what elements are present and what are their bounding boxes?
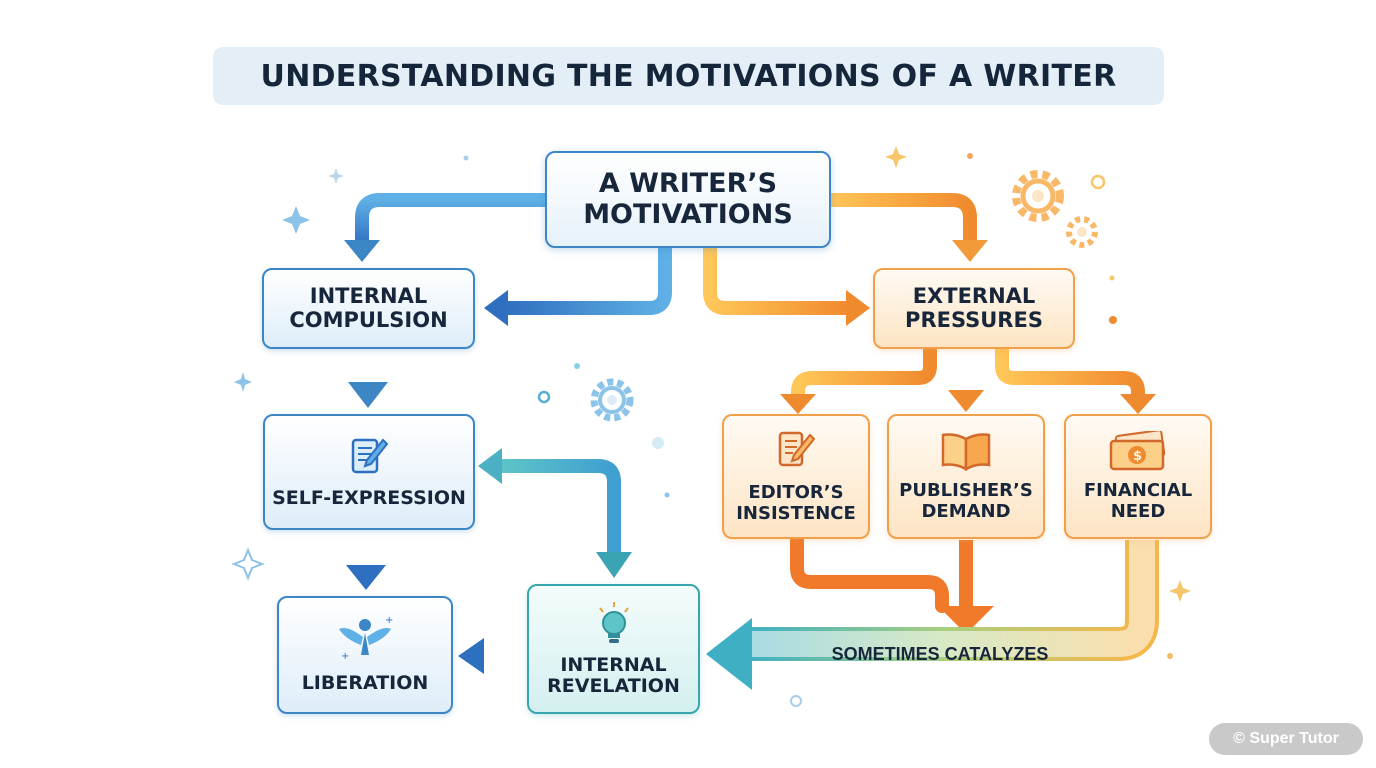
node-internal-revelation-line2: REVELATION bbox=[547, 675, 680, 697]
node-internal-revelation: INTERNAL REVELATION bbox=[527, 584, 700, 714]
arrow-publisher-converge bbox=[938, 540, 994, 634]
diagram-title: UNDERSTANDING THE MOTIVATIONS OF A WRITE… bbox=[260, 58, 1117, 94]
open-book-icon bbox=[941, 433, 991, 472]
document-pencil-icon bbox=[778, 432, 816, 467]
node-publishers-demand: PUBLISHER’S DEMAND bbox=[887, 414, 1045, 539]
arrow-self-expression-to-liberation bbox=[346, 530, 386, 590]
node-editors-insistence-line1: EDITOR’S bbox=[748, 482, 844, 504]
node-internal-revelation-line1: INTERNAL bbox=[560, 653, 667, 676]
svg-text:+: + bbox=[385, 615, 393, 626]
node-publishers-demand-line2: DEMAND bbox=[921, 500, 1011, 522]
svg-text:$: $ bbox=[1133, 449, 1142, 464]
node-publishers-demand-line1: PUBLISHER’S bbox=[899, 480, 1033, 502]
arrow-sometimes-catalyzes bbox=[706, 540, 1159, 690]
node-internal-compulsion: INTERNAL COMPULSION bbox=[262, 268, 475, 349]
node-liberation-label: LIBERATION bbox=[301, 672, 429, 695]
node-root-line1: A WRITER’S bbox=[598, 168, 778, 200]
node-financial-need-line2: NEED bbox=[1110, 500, 1166, 522]
node-internal-compulsion-line2: COMPULSION bbox=[289, 307, 448, 332]
node-liberation: + + LIBERATION bbox=[277, 596, 453, 714]
node-external-pressures: EXTERNAL PRESSURES bbox=[873, 268, 1075, 349]
gear-icon-blue bbox=[590, 378, 634, 422]
arrow-compulsion-to-self-expression bbox=[348, 350, 388, 408]
title-banner: UNDERSTANDING THE MOTIVATIONS OF A WRITE… bbox=[213, 47, 1164, 105]
node-self-expression: SELF-EXPRESSION bbox=[263, 414, 475, 530]
node-root-line2: MOTIVATIONS bbox=[583, 198, 793, 230]
arrow-root-to-internal-compulsion bbox=[344, 193, 555, 262]
node-writers-motivations: A WRITER’S MOTIVATIONS bbox=[545, 151, 831, 248]
arrow-editor-converge bbox=[790, 533, 949, 613]
arrow-root-to-external-pressures bbox=[823, 193, 988, 262]
arrow-revelation-to-liberation bbox=[458, 638, 527, 674]
gear-icon bbox=[1012, 170, 1098, 248]
edge-label-sometimes-catalyzes: SOMETIMES CATALYZES bbox=[831, 644, 1049, 664]
node-external-pressures-line1: EXTERNAL bbox=[912, 283, 1036, 308]
arrow-root-down-to-internal-compulsion bbox=[484, 241, 672, 326]
arrow-external-to-financial bbox=[995, 343, 1156, 414]
sparkle-decorations bbox=[231, 146, 1191, 707]
node-external-pressures-line2: PRESSURES bbox=[905, 307, 1043, 332]
winged-figure-icon: + + bbox=[339, 615, 393, 662]
lightbulb-icon bbox=[598, 601, 629, 643]
arrow-external-to-editor bbox=[780, 343, 937, 414]
arrow-root-down-to-external-pressures bbox=[703, 241, 870, 326]
watermark-badge: © Super Tutor bbox=[1209, 723, 1363, 755]
node-editors-insistence-line2: INSISTENCE bbox=[736, 502, 856, 524]
node-internal-compulsion-line1: INTERNAL bbox=[309, 283, 428, 308]
arrow-external-to-publisher bbox=[948, 350, 984, 412]
arrow-self-expression-revelation-loop bbox=[478, 448, 632, 578]
node-financial-need: $ FINANCIAL NEED bbox=[1064, 414, 1212, 539]
node-editors-insistence: EDITOR’S INSISTENCE bbox=[722, 414, 870, 539]
node-self-expression-label: SELF-EXPRESSION bbox=[272, 487, 466, 510]
node-financial-need-line1: FINANCIAL bbox=[1083, 480, 1193, 502]
svg-text:+: + bbox=[341, 651, 349, 662]
notepad-pencil-icon bbox=[351, 438, 389, 474]
money-icon: $ bbox=[1109, 431, 1166, 471]
